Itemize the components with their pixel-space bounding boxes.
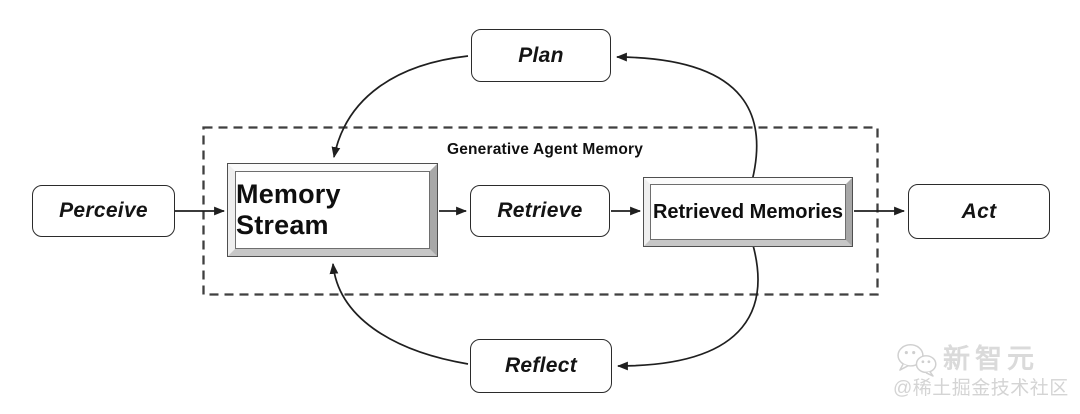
watermark-line1: 新智元 bbox=[893, 341, 1077, 378]
node-memory-stream-label: Memory Stream bbox=[235, 171, 430, 249]
watermark: 新智元 @稀土掘金技术社区 bbox=[893, 341, 1077, 398]
node-plan-label: Plan bbox=[518, 43, 564, 67]
node-act: Act bbox=[908, 184, 1050, 239]
node-retrieved-memories: Retrieved Memories bbox=[643, 177, 853, 247]
node-retrieve: Retrieve bbox=[470, 185, 610, 237]
node-retrieve-label: Retrieve bbox=[497, 199, 583, 222]
wechat-icon bbox=[897, 344, 937, 377]
node-memory-stream: Memory Stream bbox=[227, 163, 438, 257]
edge-retrieved-memories-to-reflect bbox=[616, 231, 759, 371]
node-perceive-label: Perceive bbox=[59, 199, 148, 222]
watermark-brand: 新智元 bbox=[943, 344, 1039, 374]
watermark-handle: @稀土掘金技术社区 bbox=[893, 378, 1069, 399]
node-act-label: Act bbox=[961, 199, 997, 223]
edge-plan-to-memory-stream bbox=[331, 55, 469, 159]
edge-reflect-to-memory-stream bbox=[329, 262, 469, 365]
node-reflect: Reflect bbox=[470, 339, 612, 393]
retrieved-memories-bevel: Retrieved Memories bbox=[644, 178, 852, 246]
memory-region-title: Generative Agent Memory bbox=[446, 141, 644, 158]
node-plan: Plan bbox=[471, 29, 611, 82]
node-reflect-label: Reflect bbox=[504, 354, 578, 377]
node-perceive: Perceive bbox=[32, 185, 175, 237]
memory-stream-bevel: Memory Stream bbox=[228, 164, 437, 256]
edge-retrieved-memories-to-plan bbox=[615, 52, 758, 193]
node-retrieved-memories-label: Retrieved Memories bbox=[650, 184, 846, 240]
